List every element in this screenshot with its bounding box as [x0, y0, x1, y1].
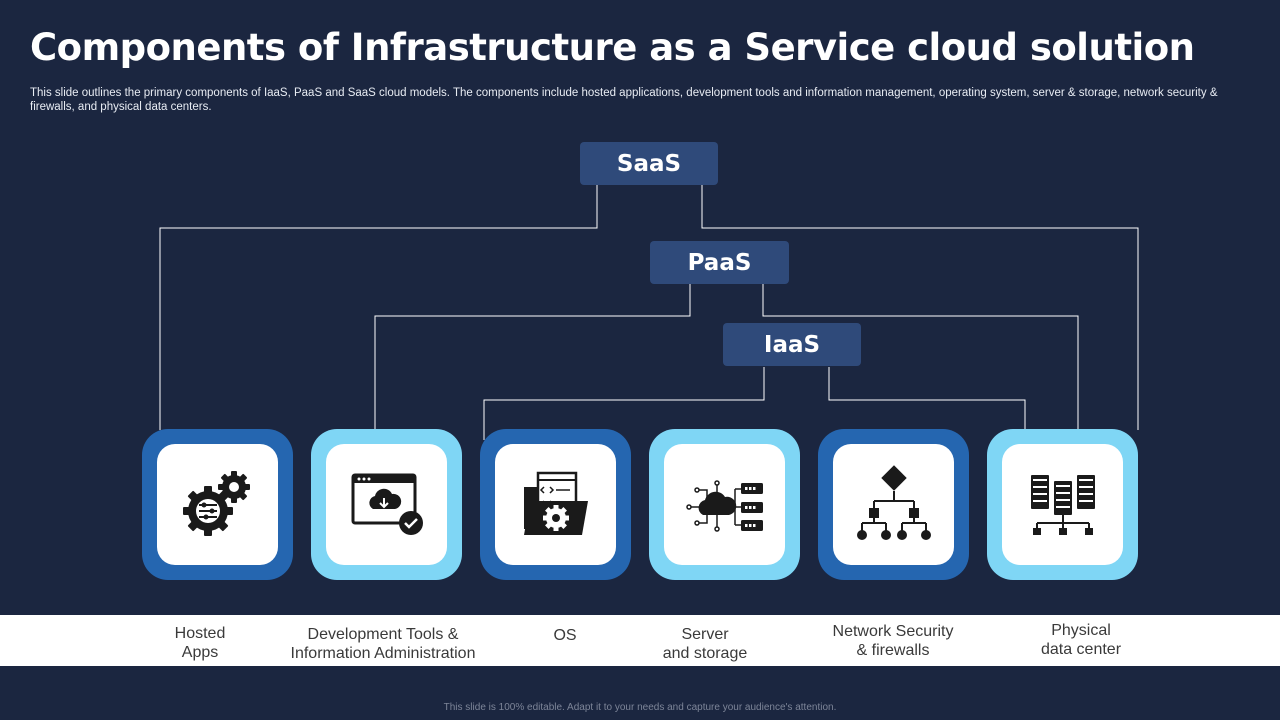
server-racks-icon [1030, 474, 1095, 535]
paas-connector-left [374, 284, 691, 430]
footer-note: This slide is 100% editable. Adapt it to… [443, 702, 837, 713]
iaas-box: IaaS [723, 323, 861, 366]
iaas-connector-left [483, 367, 765, 440]
label-band [0, 615, 1280, 666]
component-tile-hosted-apps [142, 429, 293, 580]
component-tile-network-security [818, 429, 969, 580]
iaas-label: IaaS [763, 331, 821, 358]
component-tile-development-tools [311, 429, 462, 580]
label-development-tools: Development Tools & Information Administ… [290, 626, 476, 662]
component-tile-server-storage [649, 429, 800, 580]
page-subtitle: This slide outlines the primary componen… [30, 87, 1218, 113]
component-tile-os [480, 429, 631, 580]
gears-icon [182, 470, 250, 536]
page-title: Components of Infrastructure as a Servic… [30, 26, 1195, 69]
paas-label: PaaS [687, 249, 752, 276]
label-server-storage: Server and storage [662, 626, 748, 662]
label-data-center: Physical data center [1040, 622, 1122, 658]
label-network-security: Network Security & firewalls [832, 623, 954, 659]
cloud-servers-icon [685, 479, 763, 532]
saas-connector-right [701, 185, 1139, 430]
paas-connector-right [762, 284, 1079, 430]
component-tile-data-center [987, 429, 1138, 580]
folder-gear-icon [523, 471, 588, 535]
saas-box: SaaS [580, 142, 718, 185]
paas-box: PaaS [650, 241, 789, 284]
label-hosted-apps: Hosted Apps [174, 625, 226, 661]
network-hierarchy-icon [856, 464, 931, 540]
browser-cloud-check-icon [351, 473, 423, 535]
saas-connector-left [159, 185, 598, 430]
iaas-connector-right [828, 367, 1026, 430]
saas-label: SaaS [616, 150, 682, 177]
label-os: OS [553, 627, 577, 644]
